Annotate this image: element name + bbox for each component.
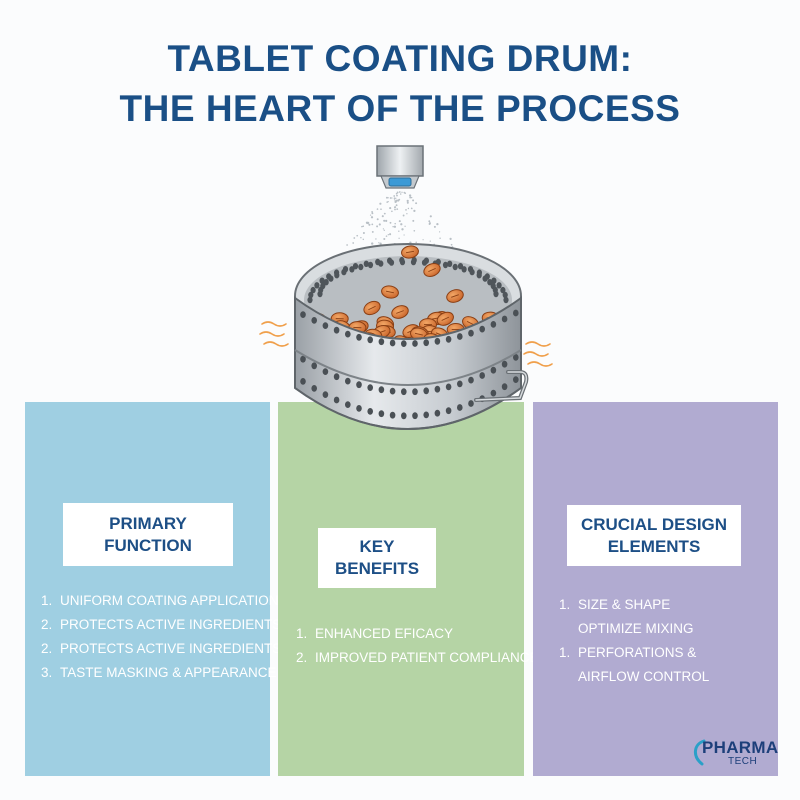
- heading-line-2: ELEMENTS: [607, 536, 701, 556]
- item-number: 1.: [559, 597, 571, 612]
- item-text: ENHANCED EFICACY: [315, 626, 454, 641]
- item-text: PROTECTS ACTIVE INGREDIENTS: [60, 617, 282, 632]
- heat-wave-icon: [259, 321, 553, 367]
- spray-mist: [343, 191, 466, 263]
- item-number: 2.: [41, 641, 53, 656]
- heading-line-2: FUNCTION: [104, 535, 192, 555]
- list-item: 2. IMPROVED PATIENT COMPLIANCE: [296, 646, 539, 670]
- item-text: PROTECTS ACTIVE INGREDIENTS: [60, 641, 282, 656]
- item-text: SIZE & SHAPE: [578, 597, 671, 612]
- panel-heading: PRIMARY FUNCTION: [63, 503, 233, 566]
- list-item: 1. PERFORATIONS & AIRFLOW CONTROL: [559, 641, 709, 689]
- item-number: 2.: [41, 617, 53, 632]
- logo-sub-text: TECH: [728, 756, 758, 767]
- benefits-list: 1. ENHANCED EFICACY 2. IMPROVED PATIENT CO…: [296, 622, 539, 670]
- logo-swoosh-icon: [694, 739, 706, 766]
- panel-primary-function: PRIMARY FUNCTION 1. UNIFORM COATING APPLI…: [25, 402, 281, 776]
- list-item: 1. SIZE & SHAPE OPTIMIZE MIXING: [559, 593, 709, 641]
- panel-heading: KEY BENEFITS: [318, 528, 436, 588]
- item-text: IMPROVED PATIENT COMPLIANCE: [315, 650, 539, 665]
- item-text-continued: OPTIMIZE MIXING: [578, 621, 694, 636]
- heading-line-1: PRIMARY: [109, 513, 187, 533]
- item-text: TASTE MASKING & APPEARANCE: [60, 665, 277, 680]
- design-list: 1. SIZE & SHAPE OPTIMIZE MIXING 1. PERFORA…: [559, 593, 709, 689]
- heading-line-2: BENEFITS: [334, 559, 420, 578]
- list-item: 2. PROTECTS ACTIVE INGREDIENTS: [41, 613, 281, 637]
- list-item: 1. UNIFORM COATING APPLICATION: [41, 589, 281, 613]
- pharma-tech-logo: PHARMA TECH: [690, 738, 778, 778]
- panel-key-benefits: KEY BENEFITS 1. ENHANCED EFICACY 2. IMPROV…: [278, 402, 539, 776]
- list-item: 3. TASTE MASKING & APPEARANCE: [41, 661, 281, 685]
- list-item: 1. ENHANCED EFICACY: [296, 622, 539, 646]
- list-item: 2. PROTECTS ACTIVE INGREDIENTS: [41, 637, 281, 661]
- item-number: 1.: [41, 593, 53, 608]
- item-number: 2.: [296, 650, 308, 665]
- panel-design-elements: CRUCIAL DESIGN ELEMENTS 1. SIZE & SHAPE O…: [533, 402, 778, 776]
- logo-main-text: PHARMA: [702, 738, 779, 757]
- item-text-continued: AIRFLOW CONTROL: [578, 669, 710, 684]
- title-line-1: TABLET COATING DRUM:: [167, 38, 633, 79]
- item-number: 3.: [41, 665, 53, 680]
- panel-heading: CRUCIAL DESIGN ELEMENTS: [567, 505, 741, 566]
- page-title: TABLET COATING DRUM: THE HEART OF THE PR…: [0, 34, 800, 134]
- heading-line-1: KEY: [359, 537, 395, 556]
- heading-line-1: CRUCIAL DESIGN: [580, 514, 728, 534]
- item-number: 1.: [296, 626, 308, 641]
- item-text: UNIFORM COATING APPLICATION: [60, 593, 279, 608]
- item-text: PERFORATIONS &: [578, 645, 697, 660]
- function-list: 1. UNIFORM COATING APPLICATION 2. PROTECTS…: [41, 589, 281, 685]
- title-line-2: THE HEART OF THE PROCESS: [119, 88, 681, 129]
- spray-nozzle-icon: [376, 145, 424, 189]
- item-number: 1.: [559, 645, 571, 660]
